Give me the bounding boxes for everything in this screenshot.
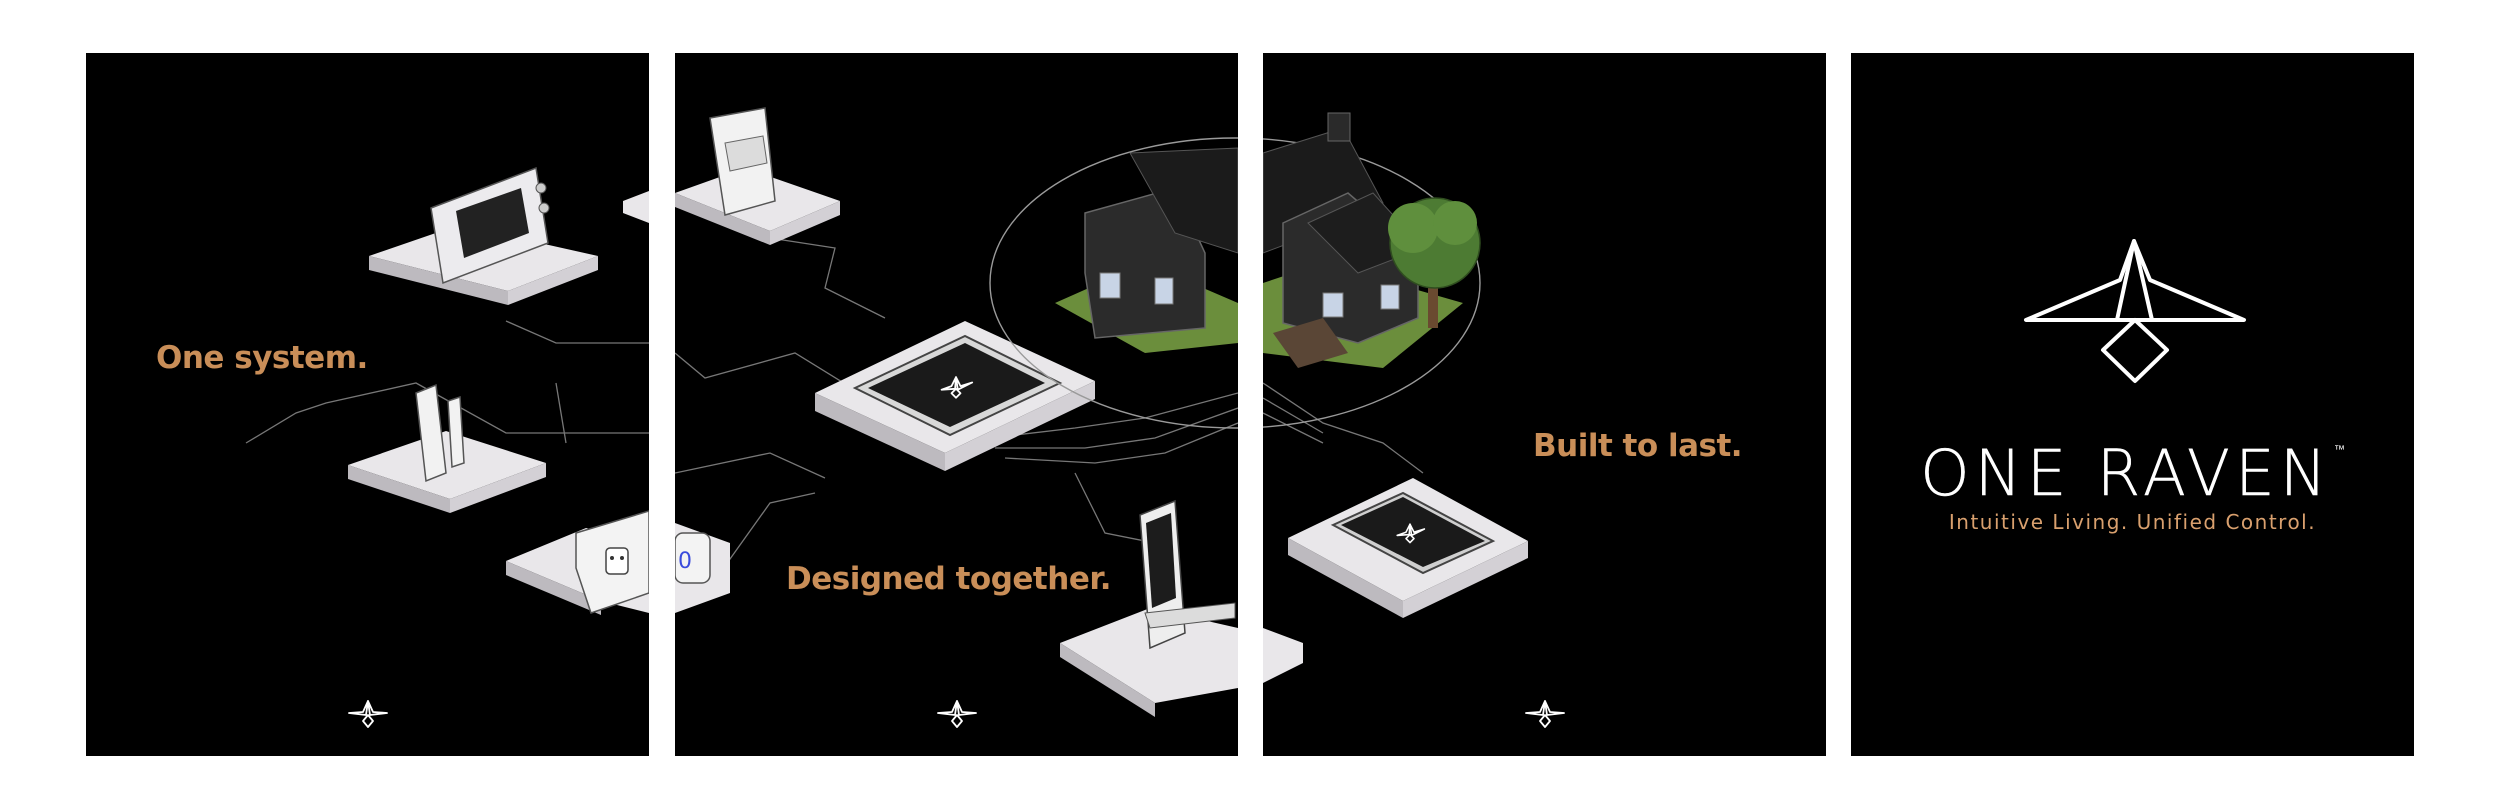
thermostat-icon xyxy=(369,166,598,305)
smart-plug-icon: 0 xyxy=(675,523,730,613)
raven-mark-icon xyxy=(1524,699,1566,729)
panel-designed-together: 0 Designed together. xyxy=(675,53,1238,756)
panel-built-to-last: Built to last. xyxy=(1263,53,1826,756)
smartphone-icon xyxy=(1288,478,1528,618)
brand-slogan: Intuitive Living. Unified Control. xyxy=(1948,510,2317,534)
panel-tagline: Designed together. xyxy=(786,561,1112,597)
panel-two-illustration: 0 xyxy=(675,107,1238,717)
panel-tagline: One system. xyxy=(156,340,368,376)
motion-sensor-tile-edge xyxy=(623,191,649,223)
raven-mark-icon xyxy=(936,699,978,729)
panel-tagline: Built to last. xyxy=(1533,428,1743,464)
panel-one-system: One system. xyxy=(86,53,649,756)
panel-three-illustration xyxy=(1263,112,1528,683)
smart-plug-icon xyxy=(506,510,649,615)
trademark-symbol: ™ xyxy=(2333,443,2345,456)
house-icon xyxy=(1263,112,1481,428)
panel-one-illustration xyxy=(245,166,649,615)
svg-text:0: 0 xyxy=(678,549,692,574)
door-sensor-icon xyxy=(348,383,546,513)
brand-name-text: ONE RAVEN xyxy=(1920,437,2332,510)
raven-logo-icon xyxy=(2024,239,2246,383)
motion-sensor-icon xyxy=(675,107,840,245)
lock-tile-edge xyxy=(1263,628,1303,683)
raven-mark-icon xyxy=(347,699,389,729)
hub-tablet-icon xyxy=(815,321,1095,471)
smart-lock-icon xyxy=(1060,499,1238,717)
house-icon xyxy=(989,137,1238,429)
